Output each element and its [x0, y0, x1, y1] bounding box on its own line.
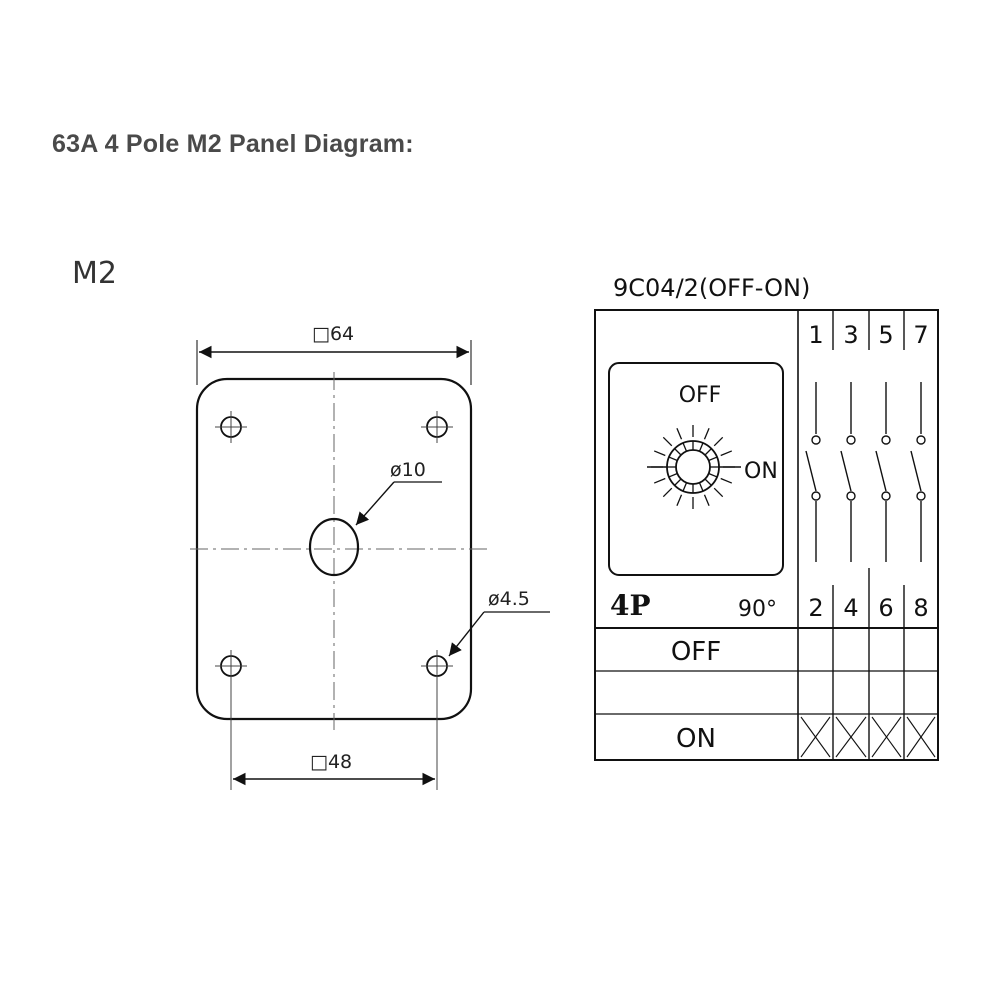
mount-hole-top-left	[215, 411, 247, 443]
outer-dimension: □64	[196, 323, 472, 385]
contact-pole-2	[840, 382, 856, 562]
mount-hole-bottom-left	[215, 650, 247, 790]
shaft-hole	[308, 517, 360, 577]
dial-tick	[720, 450, 733, 457]
closed-contact-mark	[871, 716, 902, 758]
terminal-top-3: 5	[878, 321, 893, 349]
dial-segment	[708, 472, 718, 478]
dial-segment	[698, 482, 704, 492]
dial-segment	[668, 456, 678, 462]
terminal-bottom-3: 6	[878, 594, 893, 622]
dial-tick	[662, 436, 673, 447]
terminal-top-4: 7	[913, 321, 928, 349]
dial-tick	[703, 427, 710, 440]
contact-pole-3	[875, 382, 891, 562]
switch-code-label: 9C04/2(OFF-ON)	[613, 274, 810, 302]
dial-segment	[704, 448, 712, 456]
dial-segment	[682, 482, 688, 492]
dial-tick	[676, 427, 683, 440]
closed-contact-mark	[835, 716, 867, 758]
switch-frame	[594, 309, 939, 761]
terminal-top-1: 1	[808, 321, 823, 349]
mount-hole-callout: ø4.5	[448, 588, 550, 657]
dial-tick	[703, 494, 710, 507]
terminal-bottom-2: 4	[843, 594, 858, 622]
mount-hole-label: ø4.5	[488, 588, 530, 610]
terminal-bottom-4: 8	[913, 594, 928, 622]
dial-tick	[662, 487, 673, 498]
terminal-top-2: 3	[843, 321, 858, 349]
dial-tick	[676, 494, 683, 507]
mount-spacing-label: □48	[310, 751, 352, 773]
dial-on-label: ON	[744, 459, 778, 484]
dial-segment	[674, 478, 682, 486]
panel-drawing: M2 □64	[72, 256, 550, 790]
dial-segment	[708, 456, 718, 462]
page-heading: 63A 4 Pole M2 Panel Diagram:	[52, 130, 414, 158]
mount-hole-bottom-right	[421, 650, 453, 790]
contact-symbols	[805, 382, 926, 562]
terminal-bottom-1: 2	[808, 594, 823, 622]
panel-model-label: M2	[72, 256, 117, 291]
dial-tick	[653, 477, 666, 484]
shaft-hole-label: ø10	[390, 459, 426, 481]
dial-tick	[720, 477, 733, 484]
mount-spacing-dimension: □48	[233, 751, 435, 786]
dial-knob	[647, 425, 741, 509]
dial-segment	[704, 478, 712, 486]
poles-label: 4P	[610, 589, 651, 622]
dial-segment	[698, 442, 704, 452]
closed-contact-mark	[800, 716, 831, 758]
dial-segment	[682, 442, 688, 452]
dial-tick	[653, 450, 666, 457]
position-row-label-1: OFF	[671, 637, 721, 667]
dial-plate	[608, 362, 784, 576]
dial-ring-inner	[675, 449, 711, 485]
outer-dimension-label: □64	[312, 323, 354, 345]
contact-pole-4	[910, 382, 926, 562]
dial-segment	[674, 448, 682, 456]
contact-pole-1	[805, 382, 821, 562]
dial-tick	[713, 487, 724, 498]
dial-off-label: OFF	[679, 383, 722, 408]
position-row-label-3: ON	[676, 724, 716, 754]
shaft-hole-callout: ø10	[355, 459, 442, 526]
mount-hole-top-right	[421, 411, 453, 443]
closed-contact-mark	[906, 716, 936, 758]
angle-label: 90°	[738, 597, 777, 622]
switch-diagram: 9C04/2(OFF-ON) 1 3 5 7 2 4 6 8	[594, 274, 939, 761]
switching-table-marks	[800, 716, 936, 758]
dial-tick	[713, 436, 724, 447]
dial-segment	[668, 472, 678, 478]
